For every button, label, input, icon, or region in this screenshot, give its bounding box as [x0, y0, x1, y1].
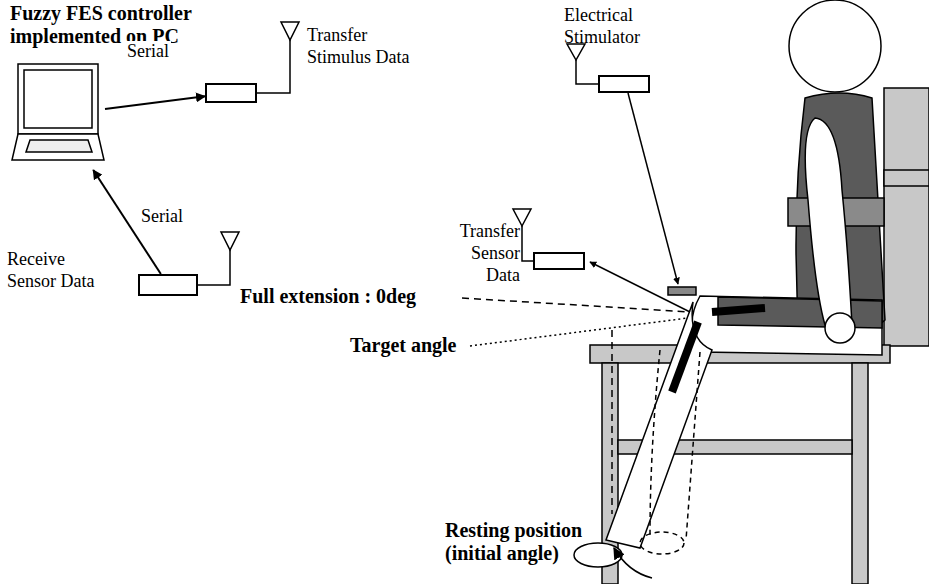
transceiver-box: Transfer Stimulus Data	[205, 83, 257, 103]
transceiver-box: Receive Sensor Data	[138, 274, 198, 296]
angle-label: Resting position (initial angle)	[445, 519, 635, 565]
chair	[590, 88, 929, 584]
goniometer	[672, 308, 765, 392]
edge-label: Serial	[139, 206, 185, 226]
transceiver-box: Electrical Stimulator	[598, 75, 650, 93]
signal-arrow	[590, 93, 690, 312]
box-label: Electrical Stimulator	[564, 4, 674, 48]
angle-label: Full extension : 0deg	[240, 285, 470, 308]
box-label: Receive Sensor Data	[7, 248, 117, 292]
transceiver-box: Transfer Sensor Data	[533, 252, 585, 270]
heading: Fuzzy FES controller implemented on PC	[10, 2, 235, 48]
box-label: Transfer Stimulus Data	[307, 24, 432, 68]
edge-label: Serial	[125, 41, 171, 61]
seated-person	[574, 0, 885, 567]
laptop-outline	[10, 60, 105, 170]
box-label: Transfer Sensor Data	[440, 220, 520, 286]
serial-link	[105, 96, 205, 109]
antenna	[198, 22, 598, 285]
pc-laptop: Fuzzy FES controller implemented on PC	[10, 60, 105, 170]
angle-label: Target angle	[350, 334, 500, 357]
